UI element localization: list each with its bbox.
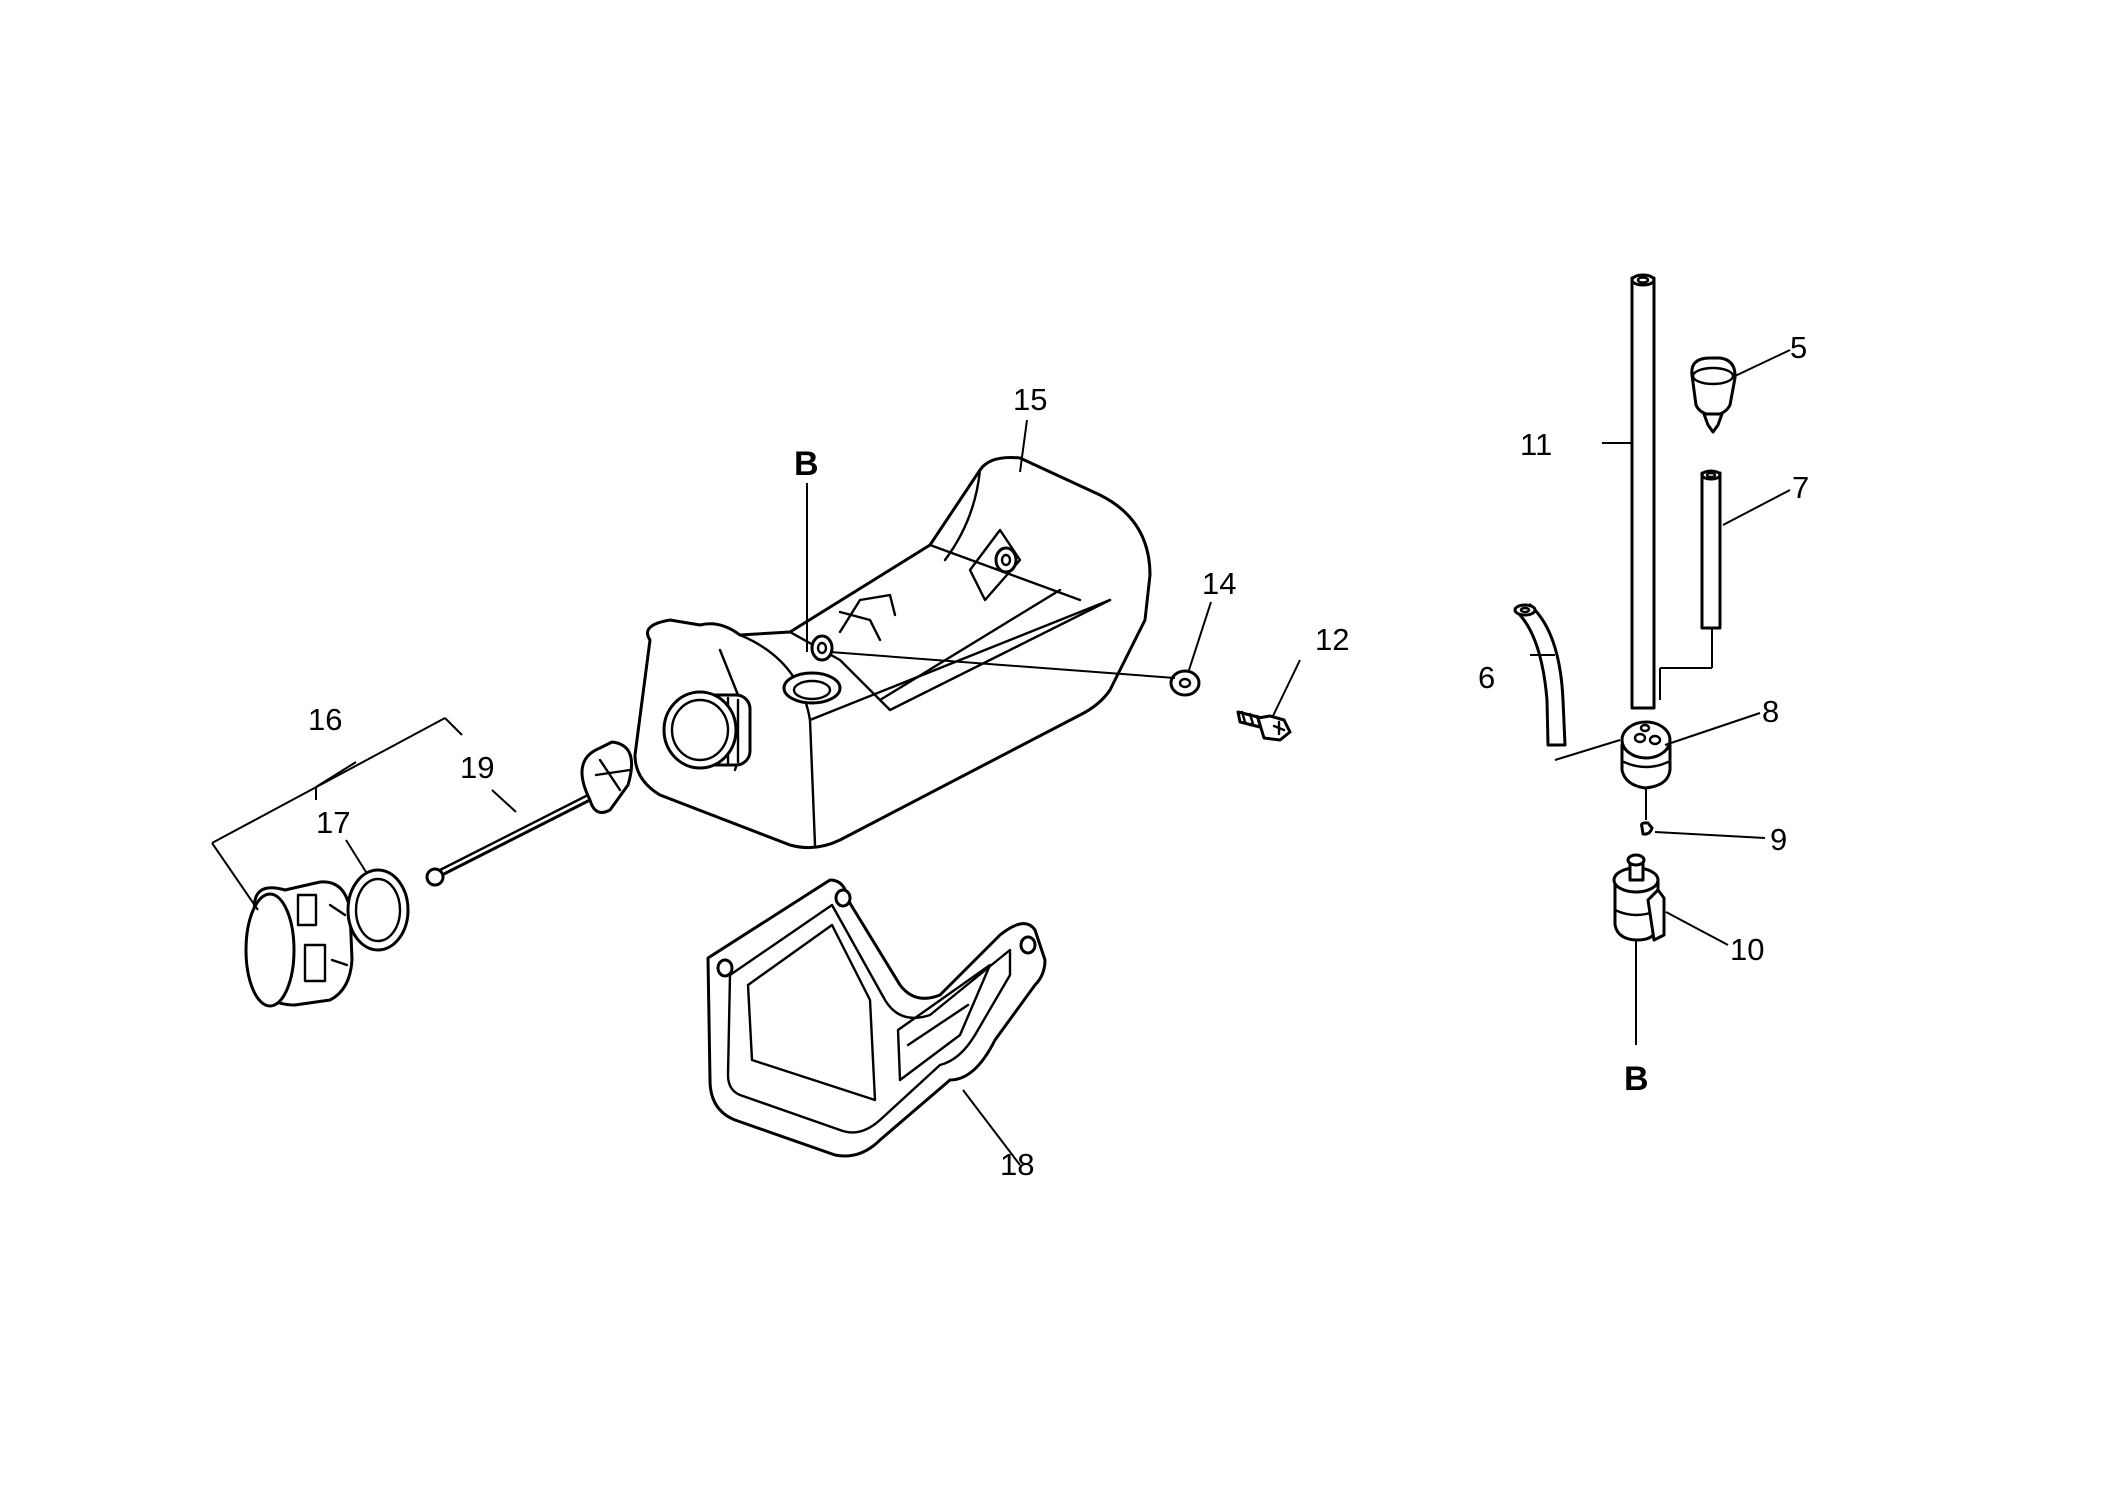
callout-17: 17 <box>316 805 350 840</box>
grommet-part-8 <box>1620 720 1672 790</box>
plug-part-5 <box>1690 356 1737 434</box>
reference-b-filter: B <box>1624 1060 1649 1098</box>
callout-14: 14 <box>1202 566 1236 601</box>
callout-labels: 5 6 7 8 9 10 11 12 14 15 16 17 18 19 B B <box>308 330 1809 1182</box>
callout-6: 6 <box>1478 660 1495 695</box>
fuel-pipe-part-11 <box>1630 273 1656 710</box>
callout-8: 8 <box>1762 694 1779 729</box>
fuel-tank-part-15 <box>633 456 1152 850</box>
callout-9: 9 <box>1770 822 1787 857</box>
fuel-filter-part-10 <box>1612 853 1666 942</box>
leader-lines <box>211 349 1791 1166</box>
fuel-cap-part-16 <box>244 880 354 1008</box>
callout-15: 15 <box>1013 382 1047 417</box>
callout-19: 19 <box>460 750 494 785</box>
callout-16: 16 <box>308 702 342 737</box>
callout-18: 18 <box>1000 1147 1034 1182</box>
callout-10: 10 <box>1730 932 1764 967</box>
callout-12: 12 <box>1315 622 1349 657</box>
gasket-part-17 <box>346 868 410 952</box>
hose-part-6 <box>1513 603 1567 747</box>
pipe-part-7 <box>1700 469 1722 630</box>
bolt-part-12 <box>1236 710 1292 742</box>
tank-guard-part-18 <box>706 878 1047 1158</box>
callout-11: 11 <box>1520 427 1552 462</box>
washer-part-14 <box>1169 669 1201 697</box>
callout-5: 5 <box>1790 330 1807 365</box>
fuel-strainer-part-19 <box>425 740 633 887</box>
clip-part-9 <box>1640 821 1654 836</box>
callout-7: 7 <box>1792 470 1809 505</box>
reference-b-tank: B <box>794 445 819 483</box>
